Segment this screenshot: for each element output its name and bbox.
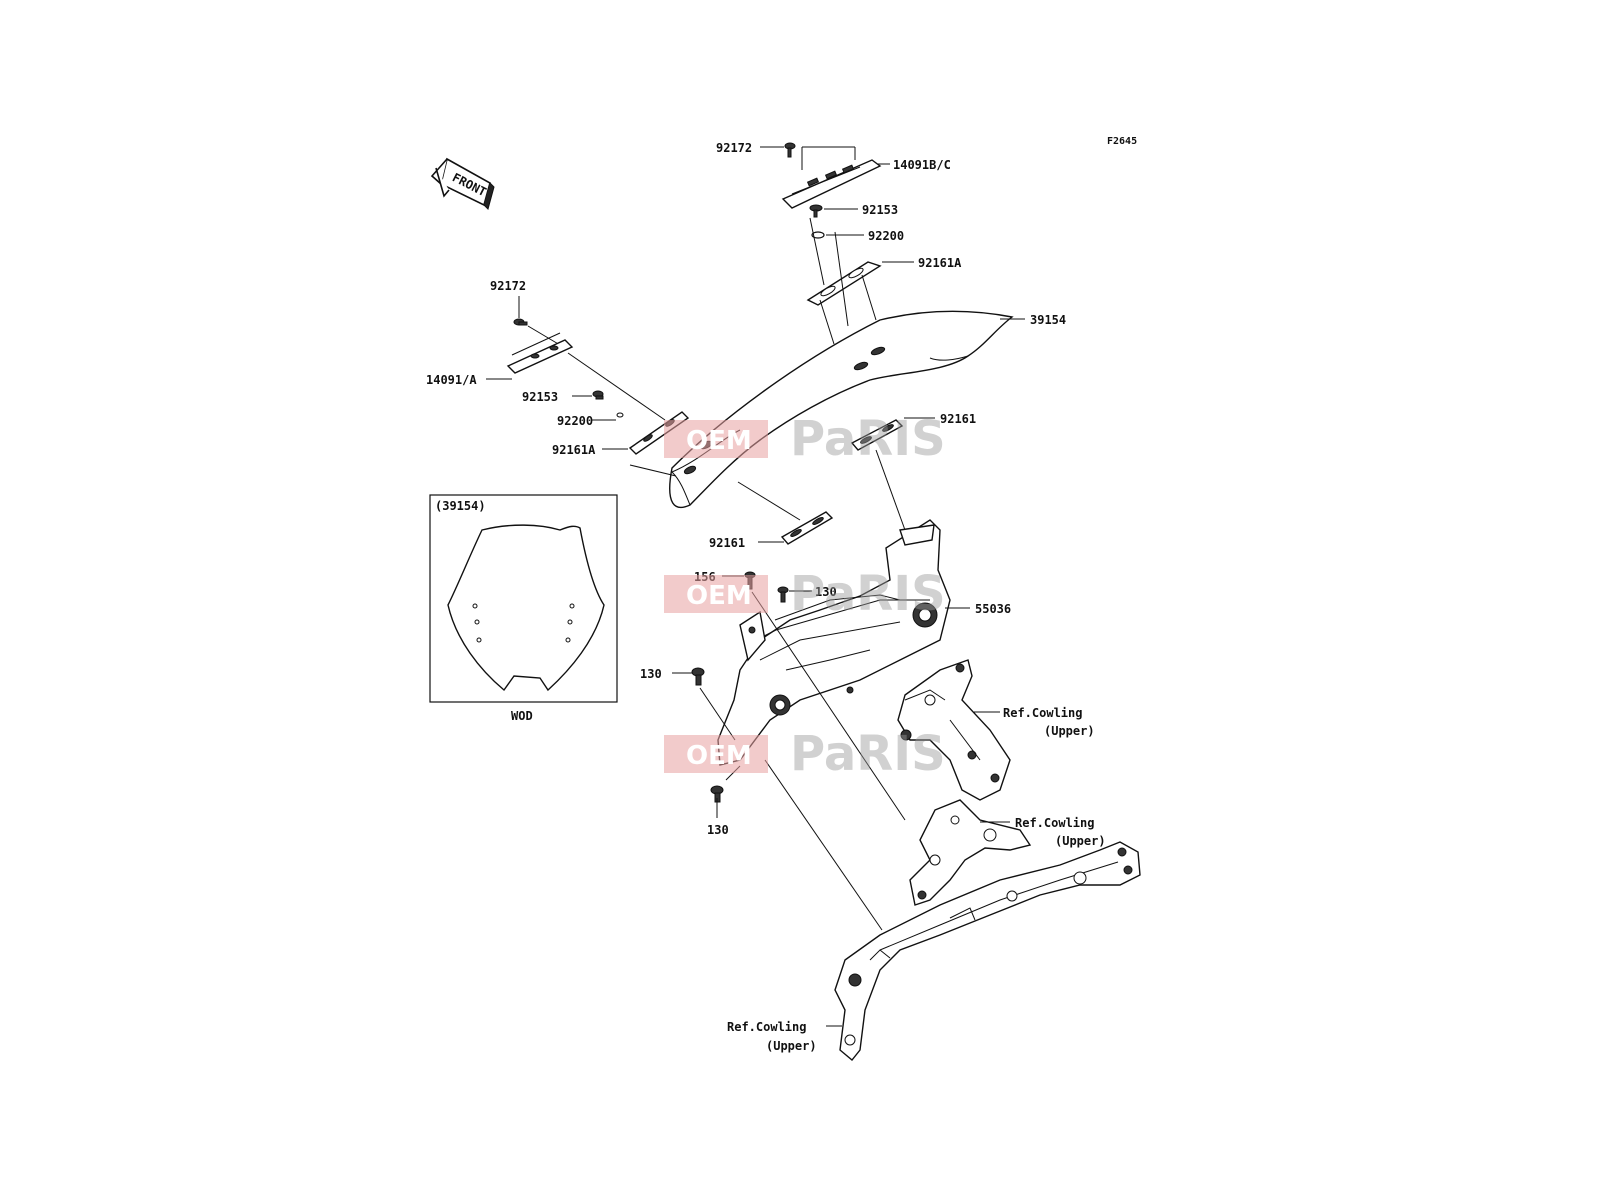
watermark-3: OEM PaRIS <box>664 726 946 782</box>
frame-cowling-3 <box>834 841 1141 1061</box>
label-130-a: 130 <box>815 585 837 599</box>
inset-wod: (39154) WOD <box>429 494 618 723</box>
watermark-1: OEM PaRIS <box>664 411 946 467</box>
label-ref1-a: Ref.Cowling <box>1003 706 1082 720</box>
svg-text:OEM: OEM <box>686 741 752 771</box>
screw-92153-right <box>809 204 823 218</box>
cover-14091a <box>506 339 574 374</box>
label-92172-top: 92172 <box>716 141 752 155</box>
label-92153-right: 92153 <box>862 203 898 217</box>
label-ref3-a: Ref.Cowling <box>727 1020 806 1034</box>
label-14091a: 14091/A <box>426 373 477 387</box>
stay-cowling-1 <box>897 659 1011 801</box>
label-ref1-b: (Upper) <box>1044 724 1095 738</box>
stay-cowling-2 <box>909 799 1032 906</box>
washer-92200-right <box>811 231 825 239</box>
label-130-b: 130 <box>640 667 662 681</box>
label-92200-right: 92200 <box>868 229 904 243</box>
svg-text:OEM: OEM <box>686 581 752 611</box>
bolt-130-a <box>777 586 789 603</box>
grommet-92161-right <box>850 419 904 451</box>
front-arrow-icon: FRONT <box>430 157 495 210</box>
svg-text:PaRIS: PaRIS <box>790 411 946 467</box>
screw-92172-top <box>784 142 796 158</box>
label-ref2-b: (Upper) <box>1055 834 1106 848</box>
label-92200-left: 92200 <box>557 414 593 428</box>
cover-14091bc <box>781 159 882 209</box>
svg-text:PaRIS: PaRIS <box>790 726 946 782</box>
label-92153-left: 92153 <box>522 390 558 404</box>
label-92161-right: 92161 <box>940 412 976 426</box>
inset-title: (39154) <box>435 499 486 513</box>
screw-92172-left <box>513 318 528 326</box>
bracket-55036 <box>717 519 951 766</box>
label-55036: 55036 <box>975 602 1011 616</box>
screw-92153-left <box>592 390 604 400</box>
windshield-39154 <box>669 310 1014 509</box>
label-ref3-b: (Upper) <box>766 1039 817 1053</box>
grommet-92161a-right <box>806 261 882 306</box>
inset-caption: WOD <box>511 709 533 723</box>
svg-text:OEM: OEM <box>686 426 752 456</box>
label-92172-left: 92172 <box>490 279 526 293</box>
grommet-92161-left <box>780 511 834 545</box>
label-92161a-right: 92161A <box>918 256 962 270</box>
washer-92200-left <box>616 412 624 418</box>
figure-id: F2645 <box>1107 136 1137 147</box>
label-92161a-left: 92161A <box>552 443 596 457</box>
label-39154: 39154 <box>1030 313 1066 327</box>
bolt-130-c <box>710 785 724 803</box>
label-14091bc: 14091B/C <box>893 158 951 172</box>
label-ref2-a: Ref.Cowling <box>1015 816 1094 830</box>
watermark-2: OEM PaRIS <box>664 566 946 622</box>
bolt-130-b <box>691 667 705 686</box>
svg-text:PaRIS: PaRIS <box>790 566 946 622</box>
label-130-c: 130 <box>707 823 729 837</box>
label-92161-left: 92161 <box>709 536 745 550</box>
